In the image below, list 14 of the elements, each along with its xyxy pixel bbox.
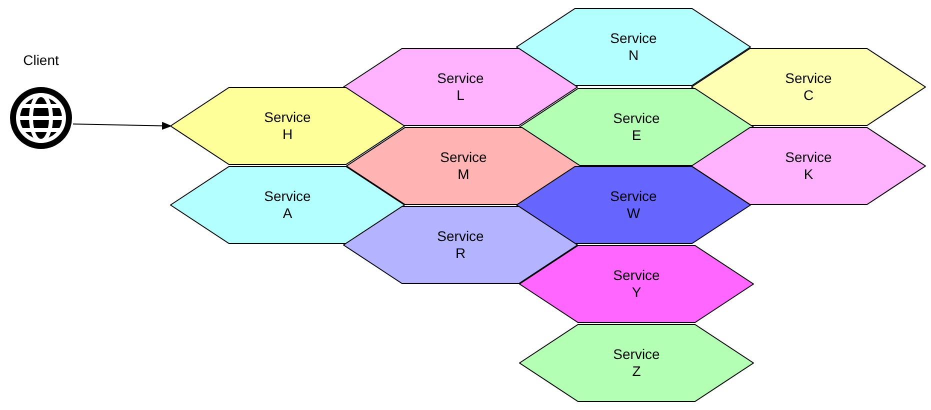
service-label: Service L <box>437 70 484 104</box>
arrow <box>72 122 172 130</box>
service-label: Service H <box>264 109 311 143</box>
service-label: Service E <box>613 110 660 144</box>
client-label: Client <box>22 52 60 68</box>
service-label: Service R <box>437 228 484 262</box>
service-label: Service K <box>785 149 832 183</box>
service-label: Service W <box>610 188 657 222</box>
service-label: Service A <box>264 188 311 222</box>
service-label: Service C <box>785 70 832 104</box>
service-label: Service Y <box>613 267 660 301</box>
service-label: Service M <box>440 149 487 183</box>
service-label: Service N <box>610 30 657 64</box>
service-label: Service Z <box>613 346 660 380</box>
